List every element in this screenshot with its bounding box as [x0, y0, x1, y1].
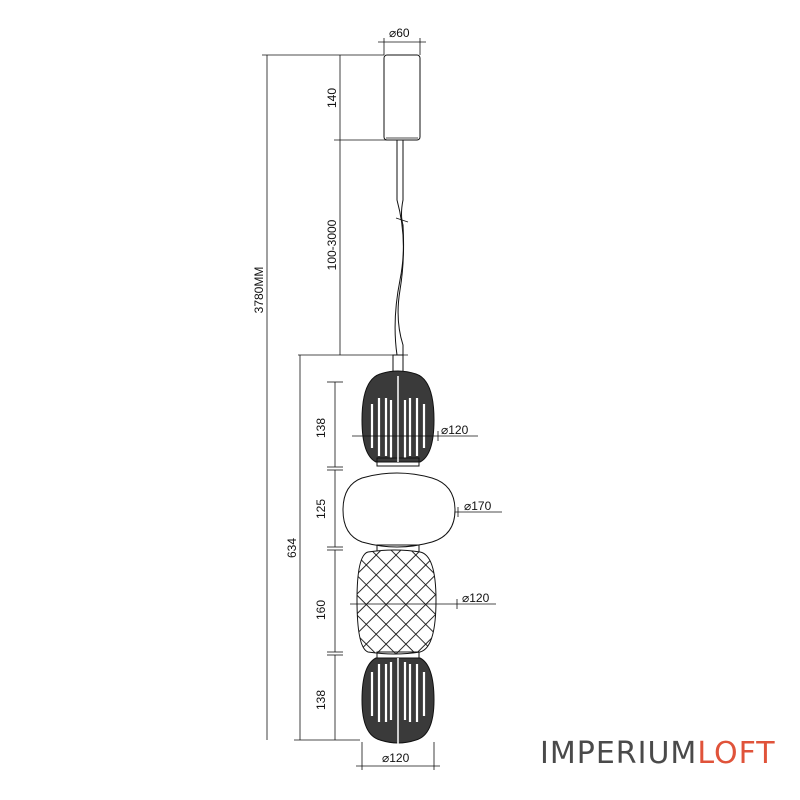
shade-1-height-label: 138: [314, 418, 328, 438]
globe-diameter-label: ⌀170: [464, 499, 492, 513]
top-connector: [392, 354, 404, 374]
canopy-height-dimension: 140: [325, 55, 400, 141]
lattice-dimensions: 160 ⌀120: [314, 549, 496, 653]
total-height-dimension: 3780MM: [252, 54, 384, 740]
shade-4-slotted: [361, 651, 435, 744]
globe-dimensions: 125 ⌀170: [314, 469, 502, 548]
imperiumloft-logo: IMPERIUMLOFT: [540, 736, 776, 771]
opal-globe: [342, 472, 456, 548]
lattice-shade: [356, 544, 437, 655]
suspension-cable: [394, 140, 409, 356]
body-height-label: 634: [285, 538, 299, 558]
canopy-height-label: 140: [325, 88, 339, 108]
bottom-diameter-label: ⌀120: [382, 751, 410, 765]
cable-length-label: 100-3000: [325, 219, 339, 270]
canopy-diameter-label: ⌀60: [389, 26, 410, 40]
logo-part-loft: LOFT: [697, 736, 776, 771]
body-height-dimension: 634: [285, 354, 408, 741]
bottom-diameter-dimension: ⌀120: [356, 742, 440, 770]
lattice-height-label: 160: [314, 600, 328, 620]
shade-1-dimensions: 138 ⌀120: [314, 381, 478, 468]
cable-length-dimension: 100-3000: [325, 140, 341, 355]
globe-height-label: 125: [314, 499, 328, 519]
shade-4-dimensions: 138: [314, 654, 343, 740]
canopy: [383, 54, 421, 141]
lattice-diameter-label: ⌀120: [462, 591, 490, 605]
total-height-label: 3780MM: [252, 267, 266, 314]
logo-part-imperium: IMPERIUM: [540, 736, 698, 771]
shade-1-slotted: [361, 370, 435, 467]
shade-4-height-label: 138: [314, 690, 328, 710]
canopy-diameter-dimension: ⌀60: [378, 26, 426, 55]
shade-1-diameter-label: ⌀120: [441, 423, 469, 437]
